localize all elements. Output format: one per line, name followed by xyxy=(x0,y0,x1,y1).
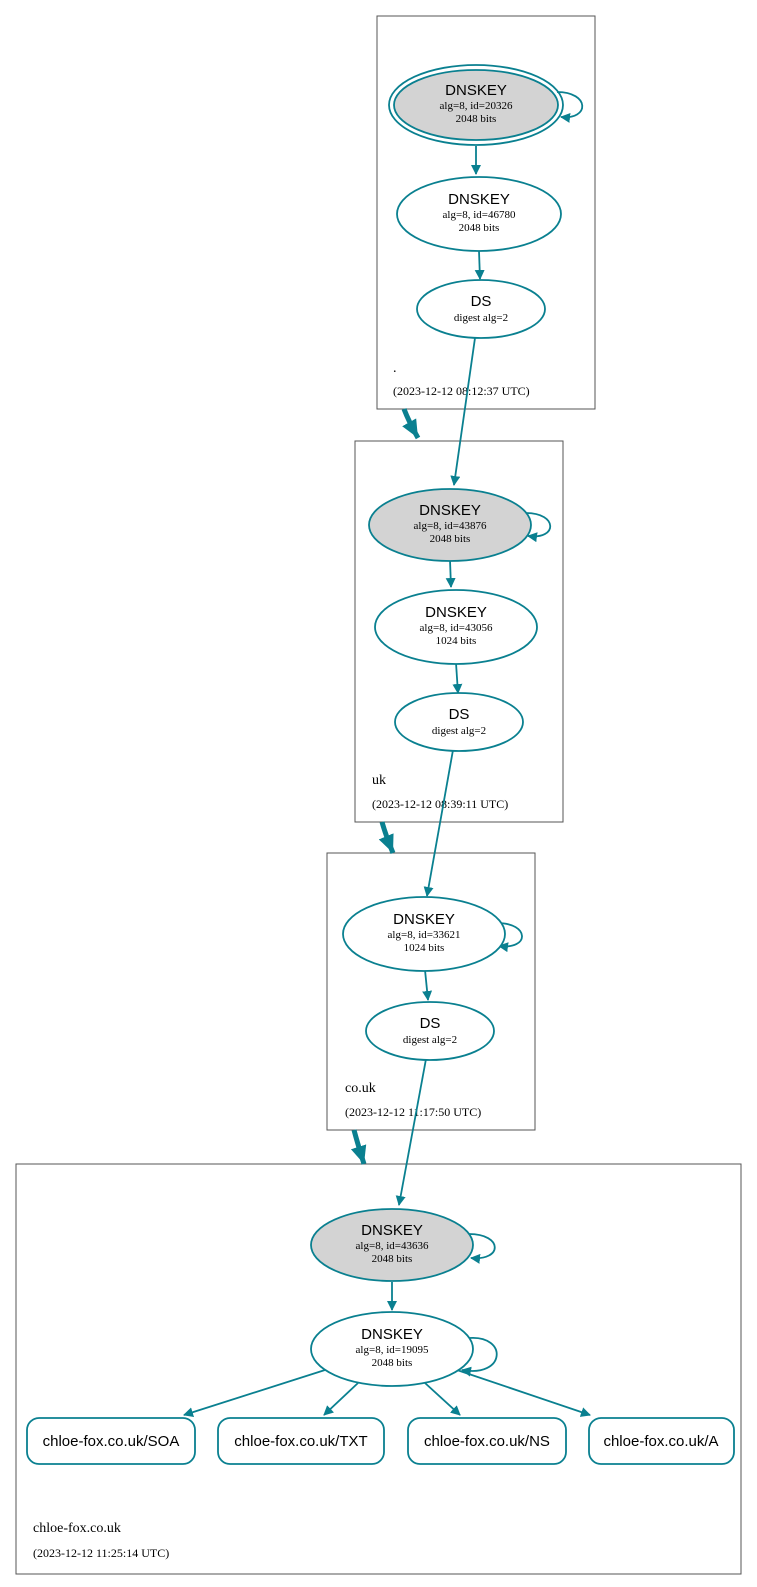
node-cf-ksk-ellipse xyxy=(310,1208,474,1282)
rrset-ns-box xyxy=(407,1417,567,1465)
node-root-ds-line1: digest alg=2 xyxy=(454,312,508,324)
rrset-a-label: chloe-fox.co.uk/A xyxy=(603,1433,718,1450)
rrset-txt: chloe-fox.co.uk/TXT xyxy=(217,1417,385,1465)
node-cf-ksk-line2: 2048 bits xyxy=(372,1253,413,1265)
node-root-ksk-outer-ring xyxy=(388,64,564,146)
delegation-arrow-root-uk xyxy=(401,408,421,440)
node-couk-ds-line1: digest alg=2 xyxy=(403,1034,457,1046)
node-root-zsk-line2: 2048 bits xyxy=(459,222,500,234)
node-uk-ksk-ellipse xyxy=(368,488,532,562)
node-uk-zsk-title: DNSKEY xyxy=(425,604,487,621)
node-cf-zsk-ellipse xyxy=(310,1311,474,1387)
node-root-zsk-ellipse xyxy=(396,176,562,252)
self-loop-root-ksk xyxy=(556,91,584,123)
edge-root-zsk-to-ds xyxy=(474,250,485,280)
zone-uk-timestamp: (2023-12-12 08:39:11 UTC) xyxy=(372,797,508,811)
node-couk-key: DNSKEY alg=8, id=33621 1024 bits xyxy=(342,896,506,972)
edge-cf-zsk-to-a xyxy=(456,1369,591,1417)
edge-couk-key-to-ds xyxy=(422,969,433,1001)
edge-uk-ksk-to-zsk xyxy=(445,559,456,588)
node-cf-zsk: DNSKEY alg=8, id=19095 2048 bits xyxy=(310,1311,474,1387)
self-loop-uk-ksk xyxy=(525,512,552,543)
node-couk-ds-ellipse xyxy=(365,1001,495,1061)
edge-cf-zsk-to-soa xyxy=(183,1369,326,1418)
rrset-soa-box xyxy=(26,1417,196,1465)
node-uk-zsk: DNSKEY alg=8, id=43056 1024 bits xyxy=(374,589,538,665)
node-couk-key-title: DNSKEY xyxy=(393,911,455,928)
node-uk-ksk-line2: 2048 bits xyxy=(430,533,471,545)
node-root-ksk-ellipse xyxy=(393,69,559,141)
node-root-zsk: DNSKEY alg=8, id=46780 2048 bits xyxy=(396,176,562,252)
node-uk-ds-ellipse xyxy=(394,692,524,752)
node-root-ds-title: DS xyxy=(471,293,492,310)
node-uk-zsk-ellipse xyxy=(374,589,538,665)
node-couk-ds-title: DS xyxy=(420,1015,441,1032)
edge-root-ds-to-uk-ksk xyxy=(450,337,476,486)
node-root-ksk: DNSKEY alg=8, id=20326 2048 bits xyxy=(388,64,564,146)
node-uk-ksk-title: DNSKEY xyxy=(419,502,481,519)
zone-couk-timestamp: (2023-12-12 11:17:50 UTC) xyxy=(345,1105,481,1119)
delegation-arrow-uk-couk xyxy=(378,821,396,854)
delegation-arrow-couk-chloe-fox xyxy=(350,1129,367,1165)
node-uk-ds-line1: digest alg=2 xyxy=(432,725,486,737)
node-root-ksk-line2: 2048 bits xyxy=(456,113,497,125)
node-uk-ds-title: DS xyxy=(449,706,470,723)
zone-chloe-fox-name: chloe-fox.co.uk xyxy=(33,1521,121,1536)
node-uk-zsk-line2: 1024 bits xyxy=(436,635,477,647)
zone-uk-name: uk xyxy=(372,773,386,788)
node-cf-ksk-title: DNSKEY xyxy=(361,1222,423,1239)
edge-cf-zsk-to-txt xyxy=(323,1382,359,1416)
rrset-txt-box xyxy=(217,1417,385,1465)
edge-uk-ds-to-couk-key xyxy=(423,749,454,897)
node-root-ds: DS digest alg=2 xyxy=(416,279,546,339)
node-cf-ksk: DNSKEY alg=8, id=43636 2048 bits xyxy=(310,1208,474,1282)
edge-couk-ds-to-cf-ksk xyxy=(395,1058,427,1206)
node-uk-ds: DS digest alg=2 xyxy=(394,692,524,752)
node-couk-key-line2: 1024 bits xyxy=(404,942,445,954)
rrset-soa-label: chloe-fox.co.uk/SOA xyxy=(43,1433,180,1450)
edge-cf-zsk-to-ns xyxy=(424,1382,461,1416)
node-couk-ds: DS digest alg=2 xyxy=(365,1001,495,1061)
node-cf-zsk-title: DNSKEY xyxy=(361,1326,423,1343)
edge-uk-zsk-to-ds xyxy=(452,662,463,694)
rrset-a-box xyxy=(588,1417,735,1465)
node-couk-key-ellipse xyxy=(342,896,506,972)
rrset-txt-label: chloe-fox.co.uk/TXT xyxy=(234,1433,367,1450)
zone-couk: co.uk (2023-12-12 11:17:50 UTC) xyxy=(326,852,536,1131)
self-loop-cf-zsk xyxy=(461,1337,498,1377)
node-root-ksk-line1: alg=8, id=20326 xyxy=(440,100,513,112)
zone-couk-name: co.uk xyxy=(345,1081,376,1096)
node-root-zsk-line1: alg=8, id=46780 xyxy=(443,209,516,221)
zone-root-name: . xyxy=(393,361,397,376)
node-root-zsk-title: DNSKEY xyxy=(448,191,510,208)
node-root-ksk-title: DNSKEY xyxy=(445,82,507,99)
self-loop-couk-key xyxy=(496,922,523,953)
node-cf-zsk-line2: 2048 bits xyxy=(372,1357,413,1369)
node-uk-ksk: DNSKEY alg=8, id=43876 2048 bits xyxy=(368,488,532,562)
node-uk-zsk-line1: alg=8, id=43056 xyxy=(420,622,493,634)
node-uk-ksk-line1: alg=8, id=43876 xyxy=(414,520,487,532)
node-root-ds-ellipse xyxy=(416,279,546,339)
rrset-ns-label: chloe-fox.co.uk/NS xyxy=(424,1433,550,1450)
node-cf-zsk-line1: alg=8, id=19095 xyxy=(356,1344,429,1356)
node-couk-key-line1: alg=8, id=33621 xyxy=(388,929,461,941)
rrset-ns: chloe-fox.co.uk/NS xyxy=(407,1417,567,1465)
rrset-soa: chloe-fox.co.uk/SOA xyxy=(26,1417,196,1465)
zone-root-timestamp: (2023-12-12 08:12:37 UTC) xyxy=(393,384,530,398)
zone-chloe-fox-timestamp: (2023-12-12 11:25:14 UTC) xyxy=(33,1546,169,1560)
node-cf-ksk-line1: alg=8, id=43636 xyxy=(356,1240,429,1252)
rrset-a: chloe-fox.co.uk/A xyxy=(588,1417,735,1465)
self-loop-cf-ksk xyxy=(468,1233,496,1264)
